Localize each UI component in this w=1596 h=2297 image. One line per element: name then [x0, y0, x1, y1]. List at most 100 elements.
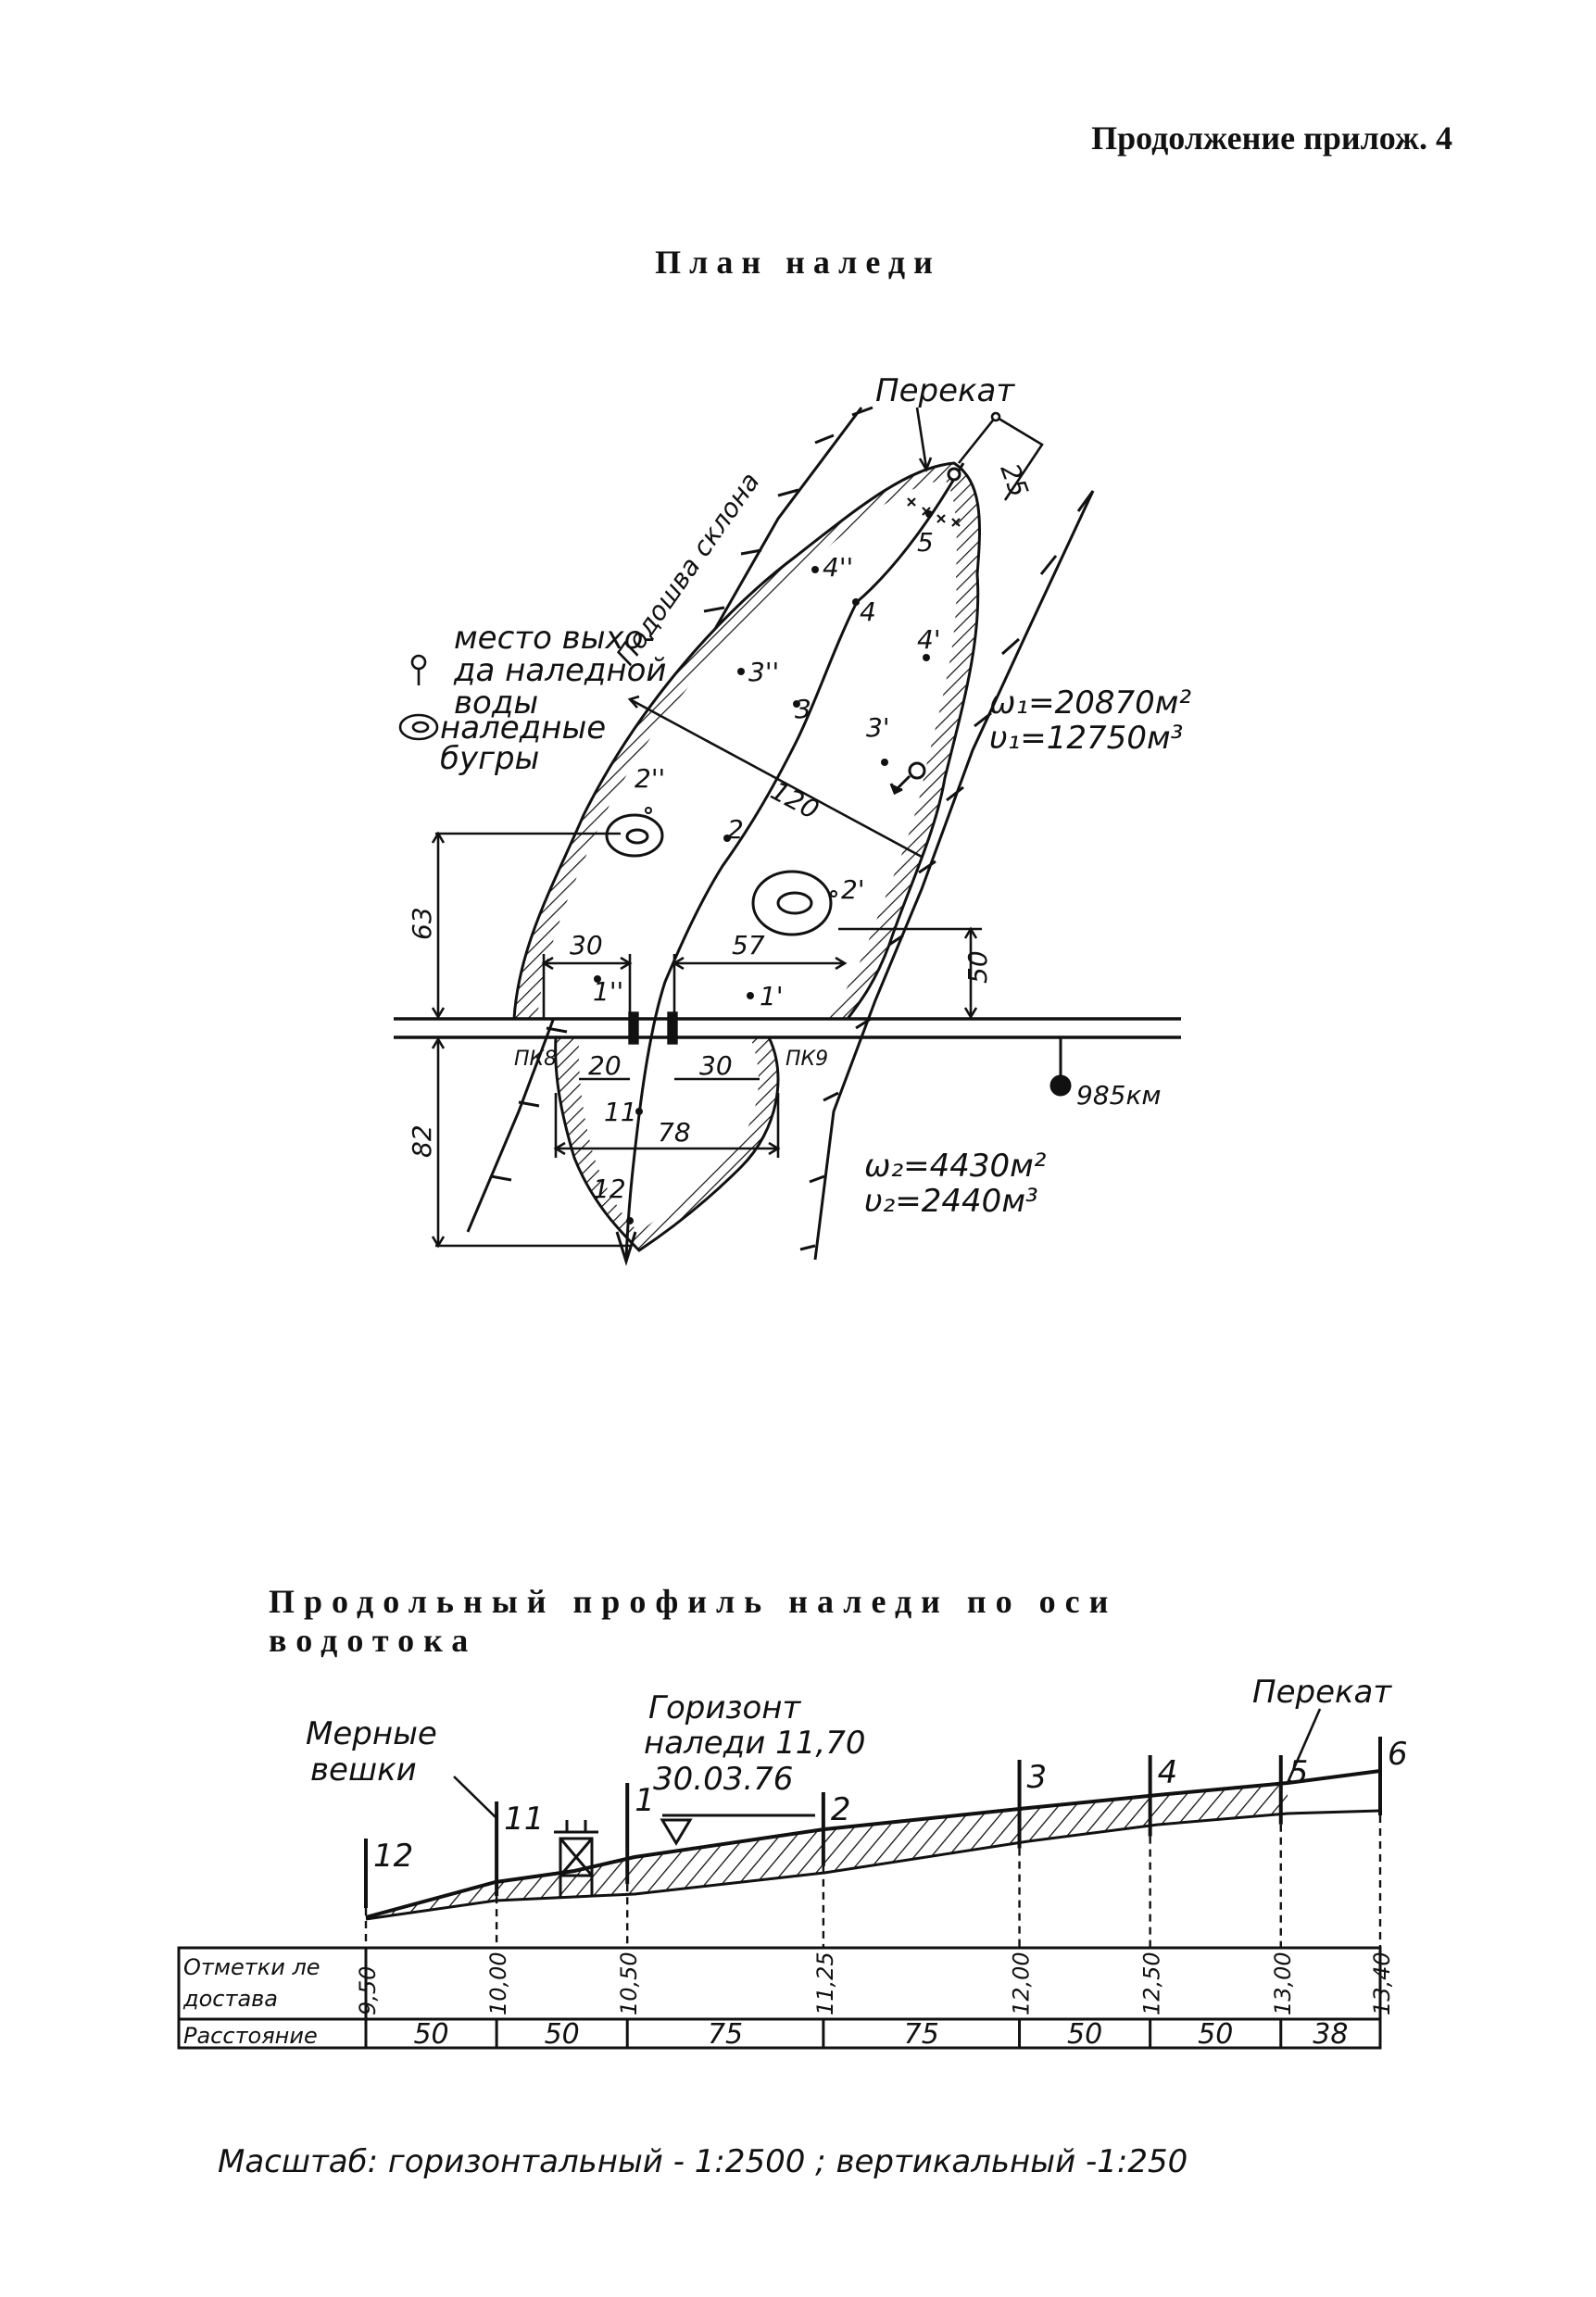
stat-w1: ω₁=20870м²: [989, 684, 1191, 722]
point-1pp: 1'': [593, 976, 623, 1007]
dim-63-label: 63: [407, 907, 437, 940]
mark-2: 11,25: [812, 1952, 838, 2015]
profile-ice-area: [366, 1785, 1288, 1919]
vehki-label-2: вешки: [310, 1751, 417, 1789]
mark-11: 10,00: [485, 1952, 511, 2015]
stake-label-2: 2: [831, 1791, 851, 1828]
stat-w2: ω₂=4430м²: [864, 1148, 1047, 1185]
dim-30-upper: [541, 954, 633, 1019]
point-3: 3: [795, 694, 811, 724]
distance-2: 75: [708, 2018, 743, 2051]
table-distances: 50 50 75 75 50 50 38: [364, 2018, 1382, 2051]
mark-12: 9,50: [355, 1966, 381, 2015]
table-marks: 9,50 10,00 10,50 11,25 12,00 12,50 13,00 13,40: [355, 1952, 1395, 2015]
distance-4: 50: [1067, 2018, 1102, 2051]
dim-78: [553, 1093, 781, 1158]
dim-50: [838, 926, 982, 1020]
point-3p: 3': [866, 712, 890, 743]
pk9-label: ПК9: [785, 1048, 828, 1071]
stake-label-1: 1: [635, 1782, 655, 1819]
stake-label-11: 11: [504, 1801, 544, 1838]
profile-table: [177, 1946, 1382, 2050]
km-label: 985км: [1076, 1080, 1161, 1111]
horizon-label-2: наледи 11,70: [644, 1725, 865, 1762]
point-4: 4: [860, 596, 876, 627]
stake-label-6: 6: [1388, 1736, 1408, 1773]
railway-bridge-icon: [554, 1820, 598, 1897]
point-2p: 2': [841, 874, 865, 905]
stake-label-4: 4: [1158, 1754, 1178, 1791]
stat-v1: υ₁=12750м³: [989, 720, 1183, 757]
horizon-marker: [660, 1814, 815, 1846]
dim-50-label: 50: [962, 950, 993, 984]
dim-63: [431, 831, 621, 1020]
horizon-label-1: Горизонт: [648, 1689, 802, 1726]
perekat-pointer: [915, 407, 933, 472]
dim-78-label: 78: [658, 1117, 691, 1148]
table-distance-label: Расстояние: [183, 2023, 318, 2049]
table-marks-label-1: Отметки ле: [183, 1954, 320, 1980]
profile-title: Продольный профиль наледи по оси водоток…: [269, 1583, 1118, 1659]
legend-water-text-2: да наледной: [453, 652, 667, 689]
horizon-label-3: 30.03.76: [653, 1761, 793, 1798]
axis-points: [594, 467, 961, 1224]
point-3pp: 3'': [748, 657, 779, 687]
plan-title: План наледи: [655, 244, 941, 281]
legend-bumps-text-1: наледные: [440, 709, 606, 747]
dim-82-label: 82: [407, 1124, 437, 1158]
vehki-label-1: Мерные: [306, 1715, 437, 1752]
mark-6: 13,40: [1369, 1952, 1395, 2015]
scale-note: Масштаб: горизонтальный - 1:2500 ; верти…: [218, 2143, 1188, 2180]
perekat-plan-label: Перекат: [875, 372, 1015, 409]
ice-hatch-lower: [555, 1037, 778, 1250]
dim-120: [627, 695, 923, 859]
distance-3: 75: [904, 2018, 939, 2051]
mark-5: 13,00: [1270, 1952, 1296, 2015]
legend-bumps-icon: [398, 713, 439, 741]
dim-57: [672, 954, 848, 1019]
mark-4: 12,50: [1139, 1952, 1165, 2015]
distance-0: 50: [413, 2018, 448, 2051]
point-2pp: 2'': [635, 763, 665, 794]
point-11: 11: [604, 1097, 637, 1127]
stake-label-3: 3: [1027, 1759, 1048, 1796]
point-5: 5: [917, 527, 934, 558]
dim-20-label: 20: [588, 1050, 622, 1081]
stat-v2: υ₂=2440м³: [864, 1183, 1038, 1220]
km-marker: [1049, 1037, 1072, 1097]
railway: [394, 1011, 1181, 1045]
point-4pp: 4'': [823, 552, 853, 583]
legend-water-text-3: воды: [454, 684, 538, 722]
dim-57-label: 57: [732, 930, 765, 960]
ice-bump-2: [751, 870, 833, 936]
point-4p: 4': [917, 624, 941, 655]
stake-label-5: 5: [1288, 1754, 1309, 1791]
plan-drawing: 985км ПК8 ПК9 5: [394, 372, 1191, 1267]
water-outflow-marker: [889, 761, 926, 796]
pk8-label: ПК8: [514, 1048, 557, 1071]
dim-82: [431, 1036, 630, 1249]
ice-bump-1: [605, 813, 664, 858]
legend-water-icon: [410, 654, 427, 685]
legend-bumps-text-2: бугры: [440, 740, 539, 777]
perekat-profile-label: Перекат: [1252, 1674, 1392, 1711]
stake-label-12: 12: [373, 1838, 413, 1875]
legend-water-text-1: место выхо-: [454, 620, 655, 657]
continuation-header: Продолжение прилож. 4: [1091, 119, 1452, 157]
distance-5: 50: [1198, 2018, 1233, 2051]
mark-3: 12,00: [1009, 1952, 1035, 2015]
crossings: [907, 497, 961, 527]
mark-1: 10,50: [616, 1952, 642, 2015]
distance-6: 38: [1313, 2018, 1348, 2051]
point-2: 2: [727, 814, 744, 845]
dim-25: [957, 411, 1044, 501]
table-marks-label-2: достава: [182, 1986, 278, 2012]
distance-1: 50: [545, 2018, 580, 2051]
point-1p: 1': [760, 981, 784, 1011]
dim-30-lower-label: 30: [699, 1050, 733, 1081]
point-12: 12: [593, 1174, 626, 1204]
dim-30-upper-label: 30: [570, 930, 603, 960]
